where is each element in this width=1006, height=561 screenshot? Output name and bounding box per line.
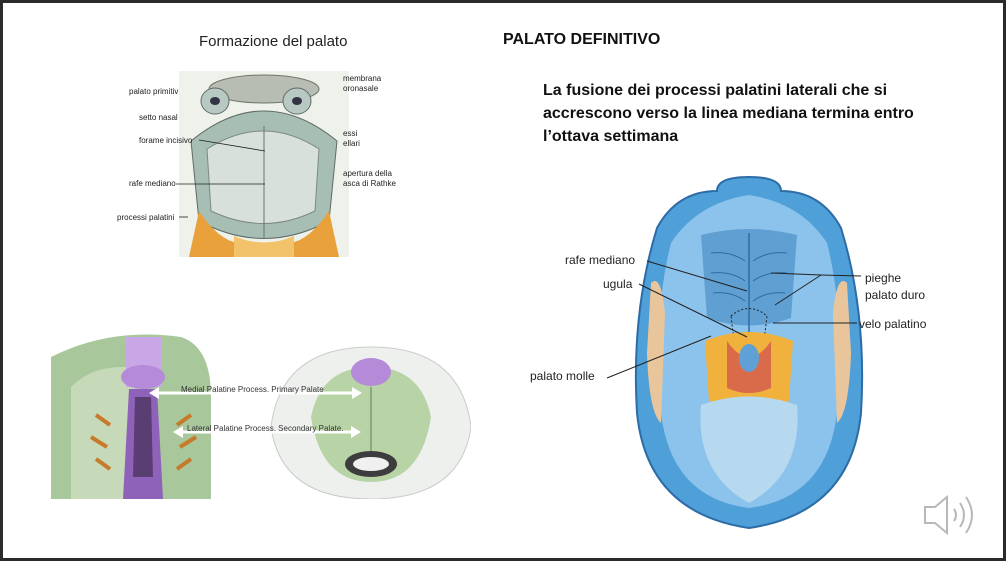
palate-formation-illustration [179,71,349,257]
label-medial-process: Medial Palatine Process. Primary Palate [181,385,324,394]
speaker-icon[interactable] [921,491,979,539]
label-rafe-mediano-left: rafe mediano [129,179,176,188]
label-palato-primitivo: palato primitiv [129,87,179,96]
label-pieghe-2: palato duro [865,288,926,302]
label-processi-palatini: processi palatini [117,213,175,222]
label-rafe-mediano-right: rafe mediano [565,253,636,267]
left-figure-title: Formazione del palato [199,33,348,50]
label-apertura-1: apertura della [343,169,392,178]
section-title: PALATO DEFINITIVO [503,31,661,48]
palatine-process-illustration [51,334,471,499]
label-apertura-2: asca di Rathke [343,179,396,188]
fig2-arrows [149,387,362,438]
label-membrana-2: oronasale [343,84,379,93]
definitive-palate-illustration [634,175,864,530]
label-processi-2: ellari [343,139,360,148]
label-palato-molle: palato molle [530,369,595,383]
fig1-leader-lines [176,139,266,218]
body-text: La fusione dei processi palatini lateral… [543,82,914,145]
label-ugula: ugula [603,277,633,291]
label-membrana-1: membrana [343,74,382,83]
label-velo-palatino: velo palatino [859,317,927,331]
slide: Formazione del palato palato primitiv se… [3,3,1003,558]
label-forame-incisivo: forame incisivo [139,136,193,145]
label-pieghe-1: pieghe [865,271,902,285]
label-setto-nasale: setto nasal [139,113,178,122]
fig3-leader-lines [606,260,862,379]
label-lateral-process: Lateral Palatine Process. Secondary Pala… [187,424,344,433]
label-processi-1: essi [343,129,358,138]
